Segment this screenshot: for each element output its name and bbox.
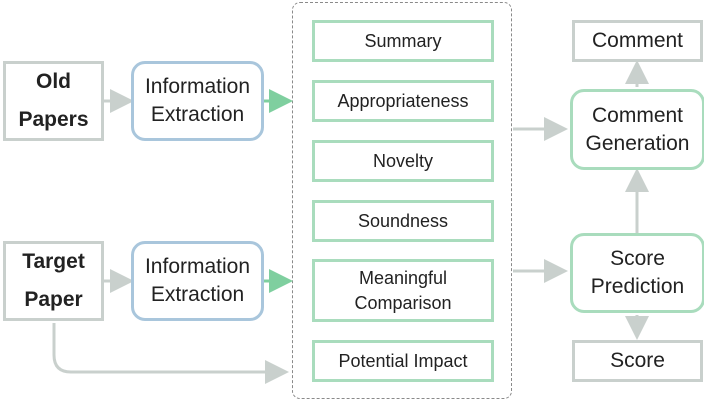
- old-papers-label: Old Papers: [18, 70, 89, 131]
- arrow-target-to-impact: [52, 323, 289, 384]
- target-paper-box: Target Paper: [3, 241, 104, 321]
- aspect-meaningful-comparison: Meaningful Comparison: [312, 259, 494, 322]
- old-papers-box: Old Papers: [3, 61, 104, 141]
- aspect-summary: Summary: [312, 20, 494, 62]
- comment-box: Comment: [572, 20, 703, 62]
- comment-label: Comment: [591, 29, 684, 52]
- comment-generation-box: Comment Generation: [570, 89, 704, 170]
- aspect-meaningful-comparison-label: Meaningful Comparison: [354, 267, 452, 313]
- aspect-potential-impact: Potential Impact: [312, 340, 494, 382]
- target-paper-label: Target Paper: [22, 250, 85, 311]
- aspect-appropriateness: Appropriateness: [312, 80, 494, 122]
- score-prediction-label: Score Prediction: [590, 247, 685, 298]
- aspect-summary-label: Summary: [364, 30, 442, 51]
- information-extraction-top: Information Extraction: [131, 61, 264, 141]
- information-extraction-bottom: Information Extraction: [131, 241, 264, 321]
- information-extraction-bottom-label: Information Extraction: [144, 255, 251, 306]
- aspect-soundness: Soundness: [312, 200, 494, 242]
- aspect-potential-impact-label: Potential Impact: [338, 350, 468, 371]
- aspect-appropriateness-label: Appropriateness: [337, 90, 469, 111]
- aspect-novelty-label: Novelty: [372, 150, 434, 171]
- comment-generation-label: Comment Generation: [585, 103, 690, 155]
- aspects-container: [292, 2, 512, 399]
- aspect-novelty: Novelty: [312, 140, 494, 182]
- score-box: Score: [572, 340, 703, 382]
- aspect-soundness-label: Soundness: [357, 210, 449, 231]
- information-extraction-top-label: Information Extraction: [144, 75, 251, 126]
- score-prediction-box: Score Prediction: [570, 233, 704, 313]
- score-label: Score: [610, 349, 665, 372]
